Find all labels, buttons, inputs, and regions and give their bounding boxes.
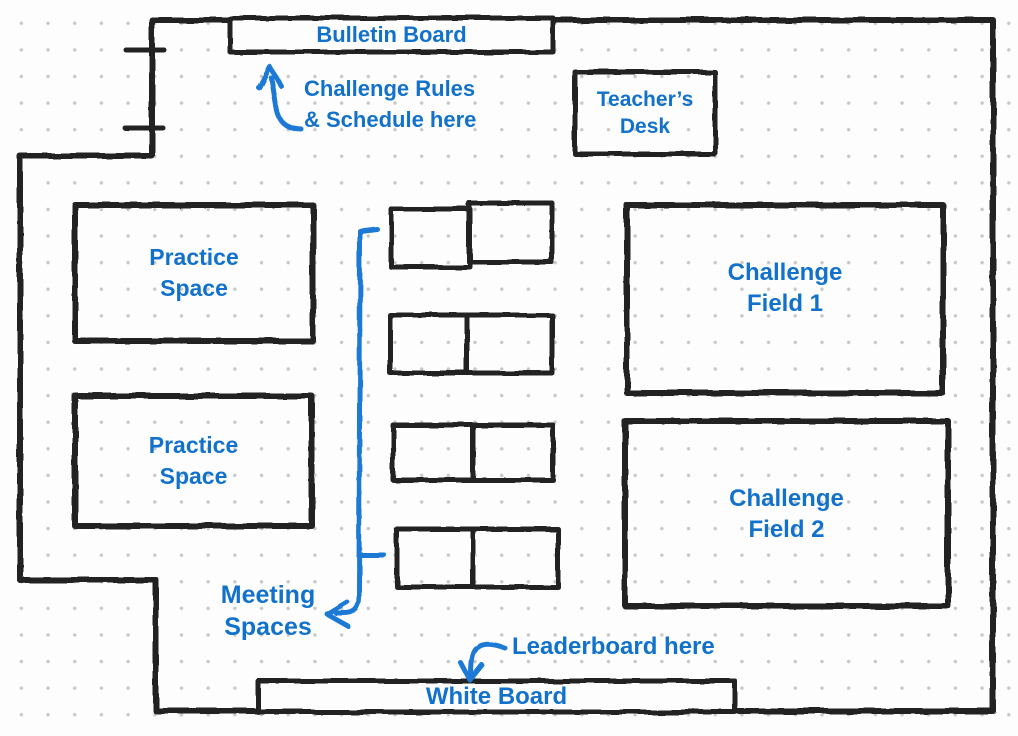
teachers-desk-line1: Teacher’s <box>596 88 694 111</box>
challenge-field-2-line2: Field 2 <box>748 515 825 543</box>
white-board-outline <box>255 678 738 715</box>
white-board-label: White Board <box>258 681 735 712</box>
practice-space-1-label: Practice Space <box>75 205 313 341</box>
meeting-table-3 <box>390 422 556 483</box>
practice-space-1-line1: Practice <box>149 244 239 270</box>
room-walls <box>17 17 996 714</box>
leaderboard-note: Leaderboard here <box>512 633 715 661</box>
challenge-field-2-label: Challenge Field 2 <box>625 421 948 606</box>
leaderboard-arrow <box>458 641 508 683</box>
meeting-spaces-note: Meeting Spaces <box>178 579 358 643</box>
practice-space-2-outline <box>72 393 315 529</box>
practice-space-2-line1: Practice <box>148 432 239 458</box>
white-board-text: White Board <box>425 682 568 710</box>
challenge-field-2-line1: Challenge <box>729 484 844 512</box>
challenge-field-1-label: Challenge Field 1 <box>627 205 943 393</box>
meeting-note-line2: Spaces <box>224 613 312 641</box>
practice-space-1-line2: Space <box>160 275 228 301</box>
teachers-desk-line2: Desk <box>619 115 671 138</box>
meeting-spaces-arrow <box>324 226 387 629</box>
rules-note-line2: & Schedule here <box>304 107 477 132</box>
teachers-desk-label: Teacher’s Desk <box>575 72 715 154</box>
teachers-desk-outline <box>572 69 718 157</box>
practice-space-2-line2: Space <box>159 463 228 489</box>
meeting-note-line1: Meeting <box>220 581 316 609</box>
challenge-field-1-outline <box>624 202 946 396</box>
challenge-field-1-line2: Field 1 <box>746 290 824 317</box>
meeting-table-4 <box>394 526 561 590</box>
rules-schedule-note: Challenge Rules & Schedule here <box>304 73 476 135</box>
meeting-table-2 <box>387 312 555 376</box>
rules-note-line1: Challenge Rules <box>304 76 476 101</box>
challenge-field-2-outline <box>622 418 951 609</box>
practice-space-1-outline <box>72 202 316 344</box>
bulletin-board-label: Bulletin Board <box>230 18 553 52</box>
challenge-field-1-line1: Challenge <box>727 259 843 286</box>
leaderboard-note-text: Leaderboard here <box>512 633 715 660</box>
bulletin-board-text: Bulletin Board <box>316 22 467 47</box>
practice-space-2-label: Practice Space <box>75 396 312 526</box>
rules-arrow <box>256 64 304 132</box>
meeting-table-1 <box>388 200 555 270</box>
bulletin-board-outline <box>227 15 556 55</box>
